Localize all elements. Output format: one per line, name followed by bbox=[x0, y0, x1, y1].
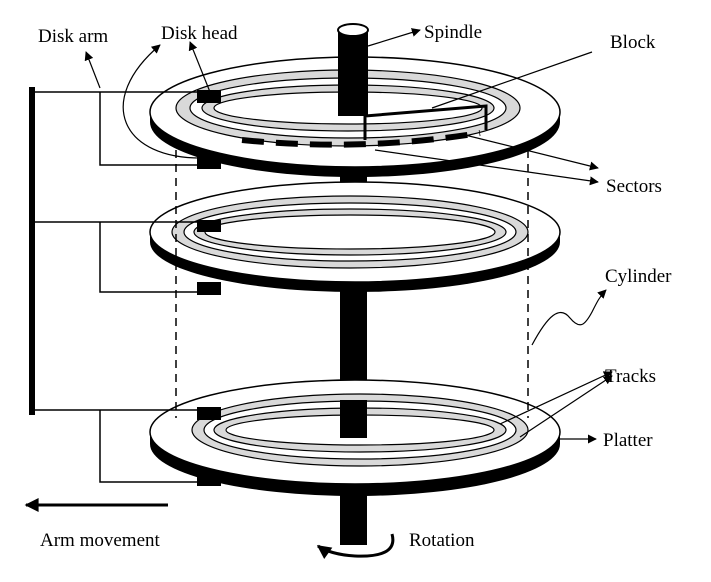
label-block: Block bbox=[610, 32, 656, 53]
label-rotation: Rotation bbox=[409, 530, 475, 551]
disk-heads bbox=[197, 90, 221, 486]
platter-middle bbox=[149, 181, 561, 292]
label-disk-arm: Disk arm bbox=[38, 26, 108, 47]
sectors-pointer-1 bbox=[464, 134, 599, 171]
disk-head-curve bbox=[122, 44, 206, 159]
label-platter: Platter bbox=[603, 430, 653, 451]
sectors-pointer-2 bbox=[374, 149, 599, 186]
label-cylinder: Cylinder bbox=[605, 266, 672, 287]
label-sectors: Sectors bbox=[606, 176, 662, 197]
cylinder-dashed-lines bbox=[175, 150, 529, 418]
block-outline bbox=[363, 104, 488, 140]
rotation-arrow bbox=[316, 533, 395, 560]
platter-bottom bbox=[149, 379, 561, 496]
spindle-pointer bbox=[367, 28, 421, 47]
label-disk-head: Disk head bbox=[161, 23, 238, 44]
tracks-pointer-2 bbox=[519, 375, 613, 438]
spindle-top bbox=[337, 23, 369, 37]
tracks-pointer-1 bbox=[499, 371, 613, 425]
block-pointer bbox=[431, 51, 593, 109]
cylinder-pointer bbox=[531, 289, 607, 346]
label-arm-movement: Arm movement bbox=[40, 530, 161, 551]
disk-arm-assembly bbox=[32, 91, 200, 483]
arm-actuator-bar bbox=[29, 87, 35, 415]
disk-arm-pointer bbox=[84, 51, 101, 89]
label-tracks: Tracks bbox=[605, 366, 656, 387]
disk-head-pointer bbox=[188, 41, 211, 93]
label-spindle: Spindle bbox=[424, 22, 482, 43]
sectors-arc bbox=[241, 130, 481, 148]
